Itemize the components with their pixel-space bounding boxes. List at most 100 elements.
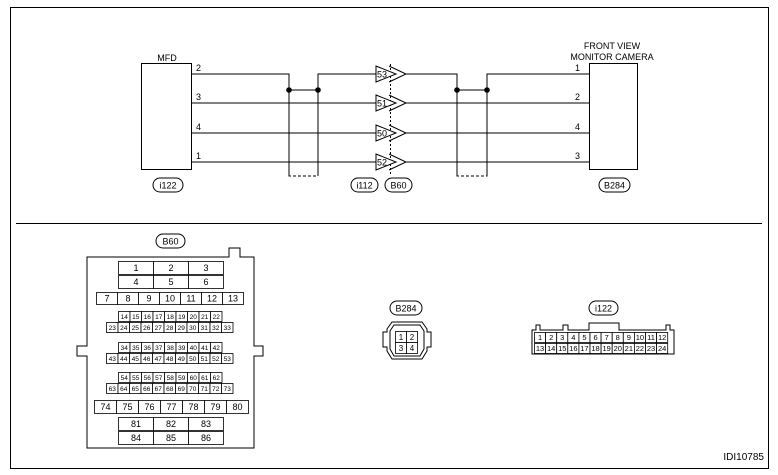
b60-pin-cell: 57 [152,372,165,383]
svg-text:59: 59 [178,375,186,382]
svg-text:19: 19 [602,344,610,353]
svg-text:51: 51 [201,356,209,363]
b60-pin-cell: 17 [152,311,165,322]
b60-pin-cell: 52 [209,353,222,364]
b60-pin-cell: 59 [175,372,188,383]
svg-text:6: 6 [203,277,208,287]
svg-text:46: 46 [143,356,151,363]
svg-text:16: 16 [144,314,152,321]
svg-text:21: 21 [625,344,633,353]
b60-pin-cell: 44 [117,353,130,364]
b60-pin-cell: 51 [198,353,211,364]
b60-pin-cell: 13 [222,292,244,305]
camera-pin-label: 4 [575,122,580,132]
svg-text:86: 86 [201,433,211,443]
camera-label-line1: FRONT VIEW [584,41,641,51]
svg-text:58: 58 [167,375,175,382]
i122-pin-cell: 14 [545,343,558,354]
svg-text:53: 53 [377,70,387,80]
svg-text:22: 22 [636,344,644,353]
connector-tag-b284: B284 [598,177,631,193]
svg-text:76: 76 [144,402,154,412]
joint-connector-51: 51 [375,94,408,112]
b60-pin-cell: 10 [159,292,181,305]
svg-text:19: 19 [178,314,186,321]
wire-mfd-pin-2 [192,73,290,176]
b60-pin-cell: 48 [163,353,176,364]
svg-text:14: 14 [121,314,129,321]
i122-pin-cell: 1 [534,332,547,343]
svg-text:7: 7 [104,294,109,304]
b60-pin-cell: 37 [152,342,165,353]
svg-text:27: 27 [155,325,163,332]
svg-text:11: 11 [647,333,655,342]
b60-pin-cell: 27 [152,322,165,333]
svg-text:70: 70 [189,386,197,393]
svg-text:8: 8 [616,333,620,342]
b60-pin-cell: 72 [209,383,222,394]
b60-housing [76,247,264,449]
b60-pin-cell: 86 [188,431,224,445]
b60-pin-cell: 63 [106,383,119,394]
svg-text:30: 30 [189,325,197,332]
svg-text:24: 24 [658,344,666,353]
svg-text:53: 53 [224,356,232,363]
svg-text:68: 68 [166,386,174,393]
svg-text:75: 75 [122,402,132,412]
svg-text:50: 50 [189,356,197,363]
svg-text:52: 52 [212,356,220,363]
schematic: MFD FRONT VIEW MONITOR CAMERA [141,41,654,193]
b60-pin-cell: 42 [210,342,223,353]
joint-connector-52: 52 [375,153,408,171]
svg-text:B60: B60 [162,237,178,247]
b60-pin-cell: 46 [140,353,153,364]
figure-code: IDI10785 [723,452,764,463]
i122-pin-cell: 23 [645,343,658,354]
i122-pin-cell: 24 [656,343,669,354]
b284-housing [382,321,432,360]
svg-text:69: 69 [178,386,186,393]
svg-text:15: 15 [558,344,566,353]
svg-text:79: 79 [210,402,220,412]
i122-housing [531,322,675,355]
svg-text:9: 9 [627,333,631,342]
b60-pin-cell: 23 [106,322,119,333]
camera-pin-label: 3 [575,151,580,161]
svg-text:45: 45 [132,356,140,363]
b60-pin-cell: 33 [221,322,234,333]
b60-pin-cell: 35 [129,342,142,353]
svg-text:7: 7 [605,333,609,342]
svg-text:20: 20 [614,344,622,353]
b60-pin-cell: 64 [117,383,130,394]
b284-pin-cell: 1 [395,331,407,343]
svg-text:12: 12 [207,294,217,304]
svg-text:78: 78 [188,402,198,412]
i122-pin-cell: 10 [634,332,646,343]
b60-pin-cell: 68 [163,383,176,394]
svg-text:34: 34 [121,345,129,352]
svg-text:B284: B284 [604,181,625,191]
i122-pin-cell: 21 [622,343,635,354]
b60-pin-cell: 40 [187,342,200,353]
b284-pin-cell: 2 [406,331,418,343]
mfd-pin-label: 3 [196,92,201,102]
b60-pin-cell: 71 [198,383,211,394]
svg-text:14: 14 [547,344,555,353]
svg-text:64: 64 [120,386,128,393]
b60-pin-cell: 84 [118,431,154,445]
b60-pin-cell: 80 [226,400,249,414]
joint-connector-53: 53 [375,65,408,83]
svg-text:11: 11 [186,294,195,304]
svg-text:52: 52 [377,158,387,168]
b60-pin-cell: 3 [188,261,224,275]
svg-text:33: 33 [224,325,232,332]
svg-text:1: 1 [133,263,138,273]
svg-text:66: 66 [143,386,151,393]
mfd-pin-label: 4 [196,122,201,132]
svg-text:28: 28 [166,325,174,332]
svg-text:49: 49 [178,356,186,363]
i122-pin-cell: 8 [611,332,624,343]
svg-text:16: 16 [569,344,577,353]
b60-pin-cell: 1 [118,261,154,275]
b60-pin-cell: 8 [117,292,139,305]
